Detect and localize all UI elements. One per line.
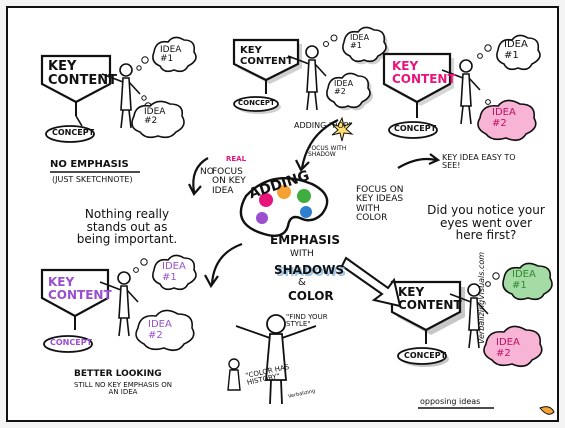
shadows-title: SHADOWS — [274, 263, 345, 277]
concept-label: CONCEPT — [394, 124, 437, 133]
idea2-label: IDEA #2 — [144, 107, 166, 127]
idea1-label: IDEA #1 — [504, 39, 528, 61]
key-content-label: KEY CONTENT — [240, 45, 294, 67]
no-emphasis-title: NO EMPHASIS — [50, 159, 129, 170]
concept-label: CONCEPT — [238, 99, 275, 107]
emphasis-title: EMPHASIS — [270, 233, 341, 247]
panel-top-left-drawing — [40, 36, 197, 143]
concept-bubble — [397, 347, 447, 365]
focus-shadow-label: FOCUS WITH SHADOW — [308, 145, 347, 159]
stick-figure-icon — [235, 314, 317, 405]
idea2-label: IDEA #2 — [334, 79, 354, 97]
idea2-label: IDEA #2 — [492, 107, 516, 129]
better-looking-title: BETTER LOOKING — [74, 369, 162, 379]
signature-text: VerbalizingVisuals.com — [477, 251, 486, 344]
key-content-label: KEY CONTENT — [48, 59, 117, 88]
thought-bubble-icon — [323, 26, 389, 111]
idea2-label: IDEA #2 — [148, 319, 172, 341]
concept-bubble — [233, 96, 279, 112]
no-label: NO — [200, 167, 214, 177]
thought-bubble-icon — [483, 262, 553, 368]
concept-bubble — [45, 125, 95, 143]
whiteboard-icon — [40, 54, 112, 127]
idea2-label: IDEA #2 — [496, 337, 520, 359]
arrow-icon — [188, 119, 441, 289]
sketch-drawings — [40, 26, 555, 415]
whiteboard-icon — [390, 280, 462, 332]
nothing-stands-out-note: Nothing really stands out as being impor… — [76, 207, 178, 247]
thought-bubble-icon — [131, 36, 197, 139]
key-content-label: KEY CONTENT — [398, 285, 462, 312]
key-content-label: KEY CONTENT — [392, 59, 456, 86]
find-your-style-quote: "FIND YOUR STYLE" — [286, 313, 328, 329]
panel-bottom-left-drawing — [40, 254, 197, 353]
sketchnote-canvas: KEY CONTENT IDEA #1 IDEA #2 CONCEPT NO E… — [6, 6, 559, 422]
palette-icon — [239, 177, 329, 237]
stick-figure-icon — [227, 358, 241, 391]
idea1-label: IDEA #1 — [512, 269, 536, 291]
panel-bottom-right-drawing — [390, 262, 553, 368]
opposing-ideas-label: opposing ideas — [420, 397, 481, 406]
arrow-icon — [340, 256, 402, 308]
key-idea-easy-caption: KEY IDEA EASY TO SEE! — [442, 153, 516, 171]
amp-label: & — [298, 277, 306, 288]
concept-bubble — [43, 335, 93, 353]
whiteboard-icon — [40, 268, 110, 318]
with-label: WITH — [290, 249, 314, 259]
idea1-label: IDEA #1 — [160, 45, 182, 65]
real-annotation: REAL — [226, 155, 247, 163]
whiteboard-icon — [232, 38, 300, 82]
idea1-label: IDEA #1 — [350, 33, 370, 51]
did-you-notice-note: Did you notice your eyes went over here … — [427, 203, 545, 243]
concept-label: CONCEPT — [52, 128, 95, 137]
concept-label: CONCEPT — [404, 351, 447, 360]
idea1-label: IDEA #1 — [162, 261, 186, 283]
whiteboard-icon — [382, 52, 452, 104]
key-content-label: KEY CONTENT — [48, 275, 112, 302]
thought-bubble-icon — [133, 254, 197, 352]
color-title: COLOR — [288, 289, 334, 303]
no-emphasis-sub: (JUST SKETCHNOTE) — [52, 175, 133, 184]
focus-key-ideas-note: FOCUS ON KEY IDEAS WITH COLOR — [356, 185, 404, 224]
better-looking-sub: STILL NO KEY EMPHASIS ON AN IDEA — [74, 381, 172, 397]
concept-bubble — [388, 121, 438, 139]
adding-pop-label: ADDING "POP" — [294, 121, 353, 130]
concept-label: CONCEPT — [50, 338, 93, 347]
panel-top-right-drawing — [382, 34, 541, 142]
no-focus-note: FOCUS ON KEY IDEA — [212, 167, 246, 196]
panel-top-middle-drawing — [232, 26, 389, 142]
thought-bubble-icon — [477, 34, 541, 142]
